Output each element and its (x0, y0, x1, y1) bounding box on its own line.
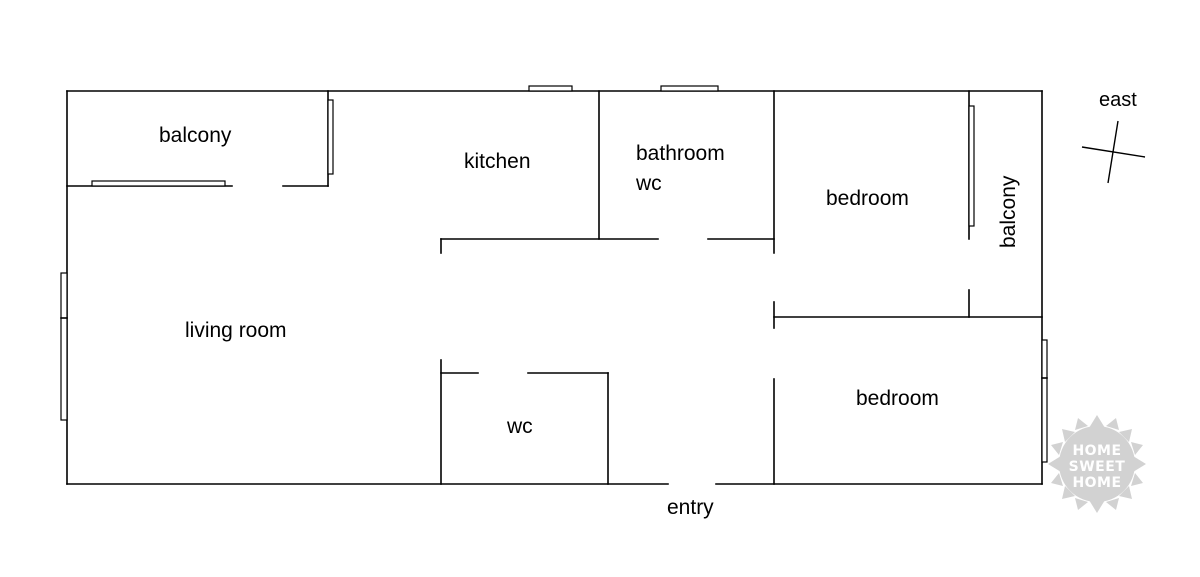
logo-line-3: HOME (1072, 475, 1121, 491)
window-balcony-sill (91, 180, 226, 187)
window-bedroom-balcony-door (968, 105, 975, 227)
label-living-room: living room (185, 319, 287, 342)
window-living-room (60, 272, 68, 421)
label-balcony-living: balcony (159, 124, 232, 147)
home-sweet-home-badge: HOME SWEET HOME (1048, 415, 1146, 513)
logo-line-1: HOME (1072, 443, 1121, 459)
window-bathroom (660, 85, 719, 92)
label-entry: entry (667, 496, 714, 519)
label-bathroom-wc: wc (635, 172, 662, 195)
label-wc: wc (506, 415, 533, 438)
label-bedroom-south: bedroom (856, 387, 939, 410)
window-kitchen (528, 85, 573, 92)
label-kitchen: kitchen (464, 150, 531, 173)
window-balcony-door (327, 99, 334, 175)
compass-label: east (1099, 89, 1137, 111)
label-bathroom: bathroom (636, 142, 725, 165)
compass-cross-icon (1081, 120, 1146, 184)
window-bedroom-south (1041, 339, 1048, 463)
outer-walls (66, 90, 1043, 485)
label-bedroom-north: bedroom (826, 187, 909, 210)
compass: east (1081, 89, 1146, 184)
windows (60, 85, 1048, 463)
logo-line-2: SWEET (1069, 459, 1126, 475)
interior-walls (66, 90, 1043, 485)
label-balcony-bedroom: balcony (997, 175, 1020, 248)
